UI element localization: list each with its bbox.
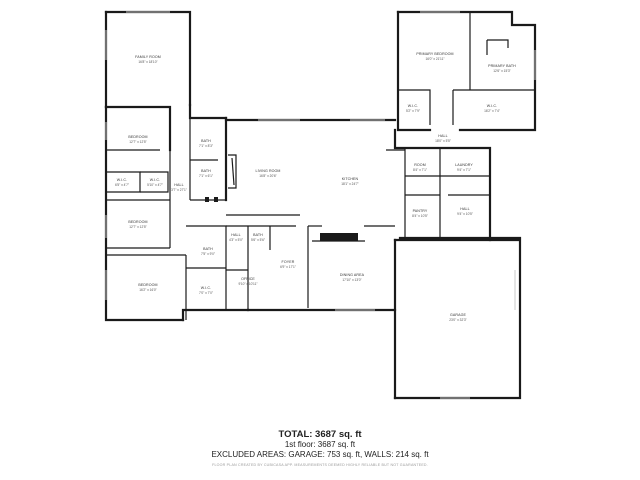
- room-name: FOYER: [282, 260, 295, 264]
- room-name: W.I.C.: [201, 286, 211, 290]
- room-dimensions: 5'2" x 7'9": [406, 109, 420, 113]
- room-dimensions: 9'4" x 7'1": [457, 168, 471, 172]
- room-dimensions: 9'4" x 10'5": [457, 212, 473, 216]
- room-dimensions: 5'6" x 5'6": [251, 238, 265, 242]
- room-dimensions: 12'7" x 12'5": [129, 140, 146, 144]
- room-dimensions: 6'5" x 4'7": [115, 183, 129, 187]
- room-name: W.I.C.: [487, 104, 497, 108]
- excluded-areas: EXCLUDED AREAS: GARAGE: 753 sq. ft, WALL…: [211, 450, 429, 459]
- room-dimensions: 16'8" x 20'6": [259, 174, 276, 178]
- room-dimensions: 16'0" x 21'11": [425, 57, 444, 61]
- disclaimer: FLOOR PLAN CREATED BY CUBICASA APP. MEAS…: [212, 463, 428, 467]
- room-dimensions: 18'0" x 5'5": [435, 139, 451, 143]
- room-label-wic-b: W.I.C.5'10" x 4'7": [147, 178, 163, 187]
- room-name: GARAGE: [450, 313, 466, 317]
- room-name: BATH: [201, 139, 211, 143]
- room-name: HALL: [174, 183, 183, 187]
- room-name: HALL: [460, 207, 469, 211]
- room-name: PRIMARY BATH: [488, 64, 516, 68]
- room-label-wic-c: W.I.C.7'0" x 7'0": [199, 286, 213, 295]
- room-dimensions: 5'10" x 4'7": [147, 183, 163, 187]
- room-name: DINING AREA: [340, 273, 365, 277]
- room-dimensions: 16'2" x 16'0": [139, 288, 156, 292]
- room-name: BATH: [203, 247, 213, 251]
- room-name: FAMILY ROOM: [135, 55, 161, 59]
- room-name: KITCHEN: [342, 177, 359, 181]
- total-area: TOTAL: 3687 sq. ft: [278, 429, 362, 440]
- room-dimensions: 7'1" x 6'1": [199, 174, 213, 178]
- room-name: LAUNDRY: [455, 163, 473, 167]
- room-name: LIVING ROOM: [255, 169, 280, 173]
- room-dimensions: 4'3" x 5'0": [229, 238, 243, 242]
- windows: [105, 11, 536, 399]
- room-dimensions: 3'7" x 27'1": [171, 188, 187, 192]
- room-name: PANTRY: [413, 209, 428, 213]
- room-dimensions: 23'0" x 32'3": [449, 318, 466, 322]
- room-dimensions: 16'8" x 18'10": [138, 60, 157, 64]
- first-floor-area: 1st floor: 3687 sq. ft: [284, 440, 356, 449]
- room-dimensions: 12'7" x 12'5": [129, 225, 146, 229]
- room-dimensions: 8'4" x 10'5": [412, 214, 428, 218]
- room-dimensions: 9'10" x 10'11": [238, 282, 257, 286]
- room-dimensions: 12'6" x 15'3": [493, 69, 510, 73]
- room-dimensions: 7'0" x 7'0": [199, 291, 213, 295]
- room-name: OFFICE: [241, 277, 255, 281]
- room-dimensions: 18'1" x 24'7": [341, 182, 358, 186]
- room-name: W.I.C.: [117, 178, 127, 182]
- room-name: BATH: [253, 233, 263, 237]
- room-dimensions: 8'4" x 7'1": [413, 168, 427, 172]
- room-name: W.I.C.: [150, 178, 160, 182]
- room-dimensions: 17'10" x 13'0": [342, 278, 361, 282]
- room-label-wic-a: W.I.C.6'5" x 4'7": [115, 178, 129, 187]
- room-name: HALL: [231, 233, 240, 237]
- room-name: BEDROOM: [128, 135, 147, 139]
- room-name: BATH: [201, 169, 211, 173]
- room-name: BEDROOM: [138, 283, 157, 287]
- room-name: PRIMARY BEDROOM: [416, 52, 453, 56]
- room-name: W.I.C.: [408, 104, 418, 108]
- room-dimensions: 7'5" x 9'0": [201, 252, 215, 256]
- walls: [104, 10, 537, 400]
- room-dimensions: 6'9" x 17'1": [280, 265, 296, 269]
- room-name: BEDROOM: [128, 220, 147, 224]
- room-name: HALL: [438, 134, 447, 138]
- room-dimensions: 7'1" x 8'3": [199, 144, 213, 148]
- room-dimensions: 16'2" x 7'4": [484, 109, 500, 113]
- room-name: ROOM: [414, 163, 426, 167]
- room-label-wic-primary-2: W.I.C.16'2" x 7'4": [484, 104, 500, 113]
- room-label-wic-primary-1: W.I.C.5'2" x 7'9": [406, 104, 420, 113]
